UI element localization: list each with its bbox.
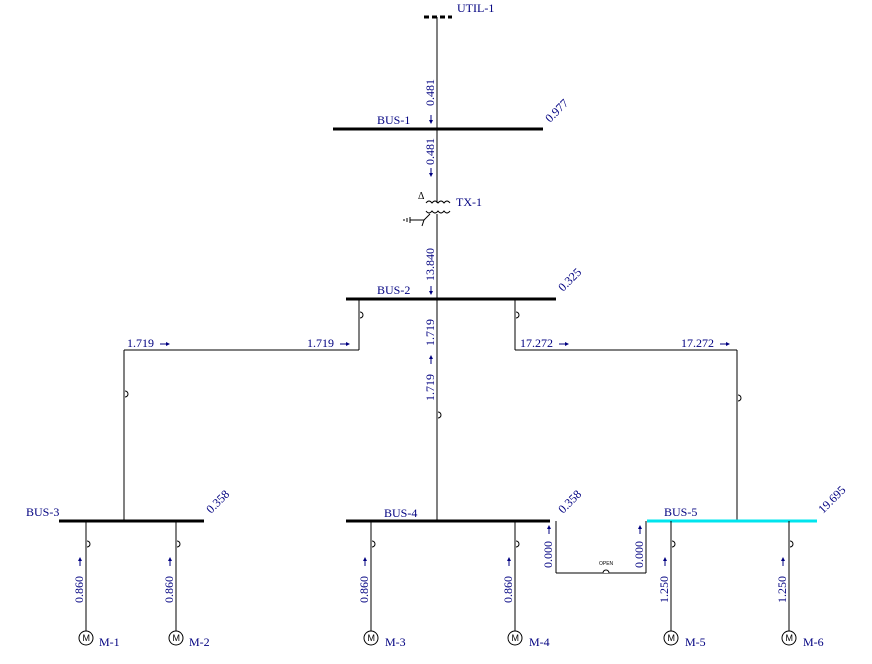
flow-arrow-up-icon — [637, 524, 643, 535]
flow-m6: 1.250 — [775, 576, 789, 603]
flow-util-bus1: 0.481 — [423, 79, 437, 106]
motor-m4-label: M-4 — [529, 635, 550, 649]
transformer-label: TX-1 — [456, 195, 482, 209]
bus-1-value: 0.977 — [542, 96, 571, 125]
bus-2-label: BUS-2 — [377, 283, 410, 297]
motor-m2[interactable]: M — [168, 521, 184, 646]
motor-icon: M — [512, 633, 520, 643]
flow-arrow-right-icon — [719, 341, 731, 347]
motor-m4[interactable]: M — [507, 521, 523, 646]
branch-bus2-bus4[interactable] — [436, 299, 442, 521]
motor-icon: M — [83, 633, 91, 643]
utility-source[interactable] — [424, 15, 452, 129]
flow-arrow-up-icon — [362, 556, 368, 567]
transformer-tx1[interactable]: Δ — [403, 191, 451, 227]
motor-m5-label: M-5 — [685, 635, 706, 649]
motor-m3-label: M-3 — [385, 635, 406, 649]
motor-m1[interactable]: M — [78, 521, 94, 646]
flow-tie-right: 0.000 — [632, 541, 646, 568]
bus-5-label: BUS-5 — [664, 505, 697, 519]
tie-status: OPEN — [599, 561, 614, 567]
flow-tx-bus2: 13.840 — [423, 248, 437, 281]
bus-3-label: BUS-3 — [26, 505, 59, 519]
motor-m3[interactable]: M — [363, 521, 379, 646]
flow-arrow-up-icon — [506, 556, 512, 567]
bus-5-value: 19.695 — [815, 483, 848, 516]
bus-1-label: BUS-1 — [377, 113, 410, 127]
flow-m1: 0.860 — [72, 576, 86, 603]
bus-4-value: 0.358 — [555, 487, 584, 516]
flow-arrow-up-icon — [428, 354, 434, 365]
flow-bus2-bus5-b: 17.272 — [681, 336, 714, 350]
flow-arrow-up-icon — [77, 556, 83, 567]
motor-m6-label: M-6 — [803, 635, 824, 649]
flow-bus2-bus4-b: 1.719 — [423, 374, 437, 401]
flow-bus2-bus4-a: 1.719 — [423, 319, 437, 346]
flow-bus2-bus3-a: 1.719 — [127, 336, 154, 350]
delta-icon: Δ — [418, 191, 425, 202]
tie-breaker[interactable] — [555, 521, 647, 574]
flow-arrow-up-icon — [546, 524, 552, 535]
flow-arrow-right-icon — [558, 341, 570, 347]
flow-arrow-up-icon — [780, 556, 786, 567]
bus-4-label: BUS-4 — [384, 506, 417, 520]
flow-arrow-right-icon — [159, 341, 171, 347]
flow-bus2-bus3-b: 1.719 — [307, 336, 334, 350]
motor-icon: M — [368, 633, 376, 643]
bus-3-value: 0.358 — [203, 487, 232, 516]
flow-arrow-down-icon — [428, 167, 434, 178]
motor-icon: M — [173, 633, 181, 643]
flow-tie-left: 0.000 — [541, 541, 555, 568]
flow-arrow-up-icon — [167, 556, 173, 567]
flow-arrow-right-icon — [339, 341, 351, 347]
motor-m1-label: M-1 — [99, 635, 120, 649]
flow-m4: 0.860 — [501, 576, 515, 603]
motor-m6[interactable]: M — [781, 521, 797, 646]
flow-arrow-up-icon — [662, 556, 668, 567]
flow-m5: 1.250 — [657, 576, 671, 603]
flow-m3: 0.860 — [357, 576, 371, 603]
motor-m2-label: M-2 — [189, 635, 210, 649]
branch-bus2-bus5[interactable] — [514, 299, 742, 521]
bus-2-value: 0.325 — [555, 265, 584, 294]
motor-m5[interactable]: M — [663, 521, 679, 646]
flow-arrow-down-icon — [428, 114, 434, 125]
utility-label: UTIL-1 — [457, 1, 494, 15]
branch-bus2-bus3[interactable] — [123, 299, 364, 521]
flow-arrow-down-icon — [428, 285, 434, 296]
flow-bus2-bus5-a: 17.272 — [520, 336, 553, 350]
flow-m2: 0.860 — [162, 576, 176, 603]
flow-bus1-tx: 0.481 — [423, 138, 437, 165]
motor-icon: M — [668, 633, 676, 643]
motor-icon: M — [786, 633, 794, 643]
